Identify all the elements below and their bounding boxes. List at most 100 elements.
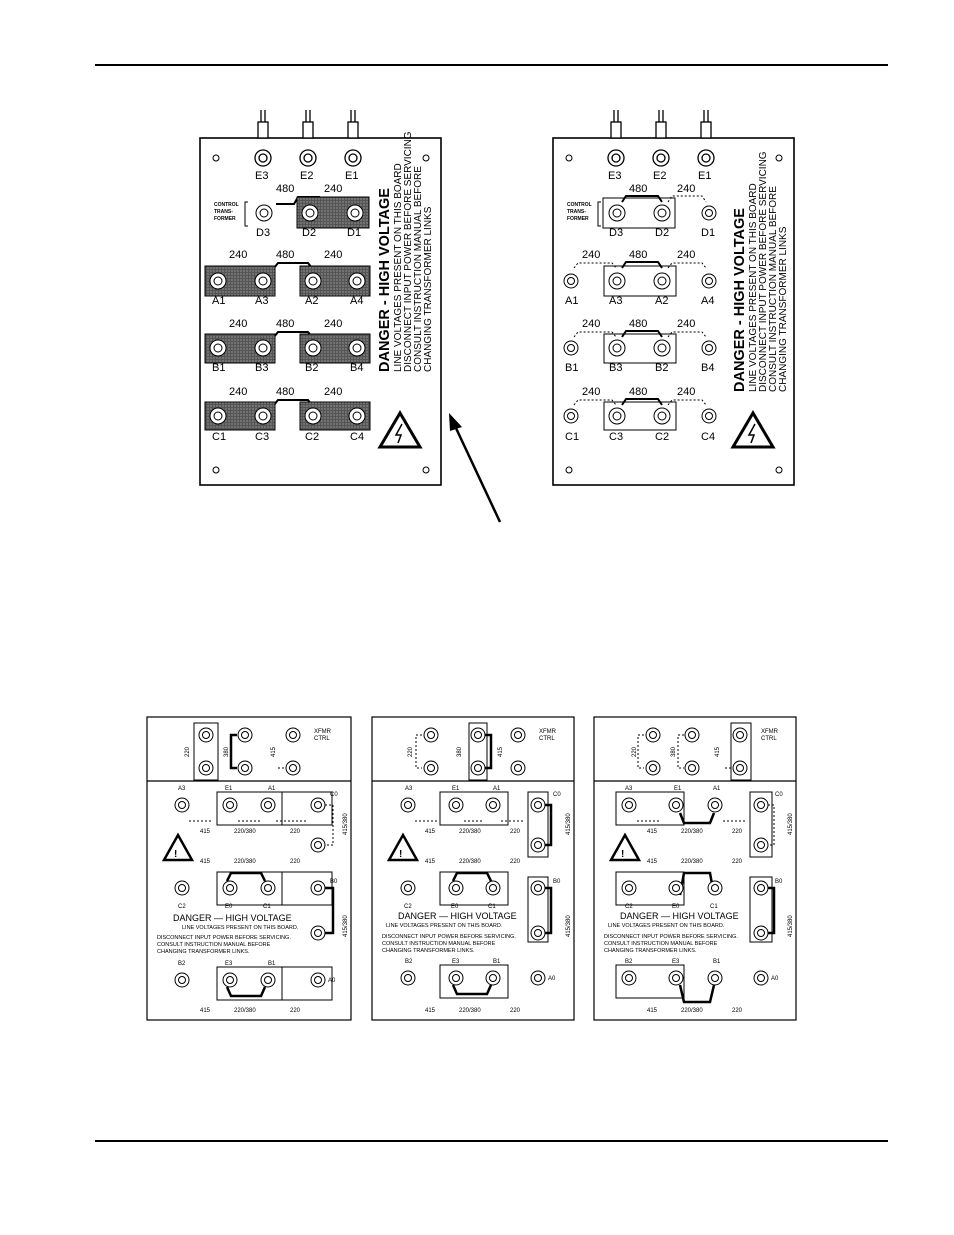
- terminal-label: C0: [553, 792, 561, 798]
- link-value: 415: [425, 859, 436, 865]
- link-value: 415: [200, 1008, 211, 1014]
- terminal-label-c1: C1: [565, 431, 579, 443]
- terminal-label-e1: E1: [345, 170, 358, 182]
- svg-text:!: !: [621, 849, 624, 860]
- link-value: 480: [629, 318, 647, 330]
- danger-title: DANGER - HIGH VOLTAGE: [732, 208, 748, 392]
- terminal-label: E1: [225, 786, 233, 792]
- link-value: 240: [324, 318, 342, 330]
- link-value: 240: [229, 318, 247, 330]
- link-value: 240: [582, 386, 600, 398]
- terminal-label-b3: B3: [609, 362, 622, 374]
- warning-line: LINE VOLTAGES PRESENT ON THIS BOARD: [393, 163, 404, 372]
- link-value: 220/380: [459, 859, 481, 865]
- xfmr-label: CTRL: [314, 736, 330, 742]
- danger-title: DANGER — HIGH VOLTAGE: [173, 913, 292, 923]
- terminal-label-c2: C2: [655, 431, 669, 443]
- link-value: 240: [324, 183, 342, 195]
- terminal-label: A0: [548, 976, 556, 982]
- warning-line: CONSULT INSTRUCTION MANUAL BEFORE: [768, 186, 779, 392]
- link-value: 415: [200, 859, 211, 865]
- terminal-label-d3: D3: [256, 227, 270, 239]
- link-value: 220: [290, 859, 301, 865]
- svg-text:!: !: [174, 849, 177, 860]
- link-value: 220/380: [459, 829, 481, 835]
- terminal-label: A3: [405, 786, 413, 792]
- terminal-label-e3: E3: [608, 170, 621, 182]
- warning-icon: !: [608, 832, 642, 862]
- screw-icon: [565, 154, 783, 474]
- terminal-label: A3: [625, 786, 633, 792]
- warning-line: LINE VOLTAGES PRESENT ON THIS BOARD: [748, 183, 759, 392]
- danger-title: DANGER - HIGH VOLTAGE: [377, 188, 393, 372]
- link-value: 415: [425, 1008, 436, 1014]
- terminal-label-c4: C4: [350, 431, 364, 443]
- link-value: 220/380: [459, 1008, 481, 1014]
- terminal-label: A1: [713, 786, 721, 792]
- terminal-label: C1: [710, 904, 718, 910]
- xfmr-label: XFMR: [314, 729, 332, 735]
- terminal-label: B2: [625, 959, 633, 965]
- link-value: 240: [677, 386, 695, 398]
- link-value: 220: [408, 746, 414, 757]
- terminal-label-d1: D1: [347, 227, 361, 239]
- terminal-label-d1: D1: [701, 227, 715, 239]
- terminal-label-c4: C4: [701, 431, 715, 443]
- link-value: 220: [732, 1008, 743, 1014]
- warning-icon: !: [386, 832, 420, 862]
- link-value: 220: [732, 829, 743, 835]
- terminal-label: C1: [488, 904, 496, 910]
- terminal-label: E1: [674, 786, 682, 792]
- link-value: 380: [457, 746, 463, 757]
- xfmr-label: CTRL: [761, 736, 777, 742]
- terminal-label-c3: C3: [609, 431, 623, 443]
- terminal-label: A3: [178, 786, 186, 792]
- warning-line: CHANGING TRANSFORMER LINKS.: [382, 948, 475, 954]
- link-value: 415: [647, 829, 658, 835]
- danger-title: DANGER — HIGH VOLTAGE: [620, 911, 739, 921]
- warning-line: LINE VOLTAGES PRESENT ON THIS BOARD.: [608, 923, 725, 929]
- terminal-label: B0: [330, 879, 338, 885]
- terminal-label-e3: E3: [255, 170, 268, 182]
- warning-line: CONSULT INSTRUCTION MANUAL BEFORE: [604, 941, 718, 947]
- terminal-label: B1: [713, 959, 721, 965]
- terminal-label-e2: E2: [653, 170, 666, 182]
- link-value: 480: [276, 318, 294, 330]
- terminal-label-a4: A4: [701, 295, 714, 307]
- warning-line: CHANGING TRANSFORMER LINKS.: [157, 949, 250, 955]
- terminal-label-b1: B1: [212, 362, 225, 374]
- terminal-label: C2: [625, 904, 633, 910]
- terminal-label: A1: [268, 786, 276, 792]
- link-value: 220/380: [234, 859, 256, 865]
- link-value: 220/380: [681, 1008, 703, 1014]
- link-value: 415/380: [566, 915, 572, 937]
- xfmr-label: XFMR: [761, 729, 779, 735]
- warning-line: DISCONNECT INPUT POWER BEFORE SERVICING: [758, 151, 769, 392]
- link-value: 415: [271, 746, 277, 757]
- warning-line: CHANGING TRANSFORMER LINKS.: [604, 948, 697, 954]
- warning-icon: !: [161, 832, 195, 862]
- terminal-label-c3: C3: [255, 431, 269, 443]
- warning-line: LINE VOLTAGES PRESENT ON THIS BOARD.: [182, 925, 299, 931]
- terminal-label-b2: B2: [305, 362, 318, 374]
- link-value: 415/380: [788, 915, 794, 937]
- control-label-line2: TRANS-: [214, 209, 233, 215]
- link-value: 240: [677, 318, 695, 330]
- high-voltage-warning-icon: [377, 410, 423, 449]
- link-value: 220: [510, 1008, 521, 1014]
- link-value: 220: [290, 1008, 301, 1014]
- warning-line: DISCONNECT INPUT POWER BEFORE SERVICING.: [157, 935, 291, 941]
- terminal-label: A1: [493, 786, 501, 792]
- link-value: 240: [582, 318, 600, 330]
- warning-line: LINE VOLTAGES PRESENT ON THIS BOARD.: [386, 923, 503, 929]
- link-value: 415: [647, 859, 658, 865]
- link-value: 220/380: [681, 829, 703, 835]
- terminal-label: B1: [268, 961, 276, 967]
- high-voltage-warning-icon: [730, 410, 776, 449]
- terminal-label-c1: C1: [212, 431, 226, 443]
- terminal-label: B1: [493, 959, 501, 965]
- link-value: 415: [425, 829, 436, 835]
- link-value: 480: [629, 183, 647, 195]
- link-value: 220: [632, 746, 638, 757]
